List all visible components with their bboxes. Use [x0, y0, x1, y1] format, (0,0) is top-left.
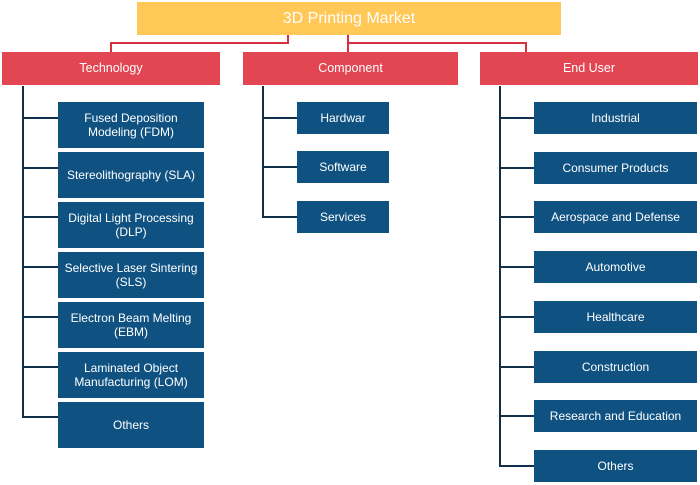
technology-item-sla: Stereolithography (SLA) [58, 152, 204, 198]
end-user-branch [499, 216, 534, 218]
technology-branch [22, 117, 58, 119]
end-user-item-automotive: Automotive [534, 251, 697, 283]
diagram-root: 3D Printing Market [137, 2, 561, 35]
component-branch [262, 117, 297, 119]
end-user-branch [499, 117, 534, 119]
technology-branch [22, 366, 58, 368]
root-connector-right-drop [525, 42, 527, 52]
end-user-branch [499, 167, 534, 169]
root-connector-stem [287, 35, 289, 44]
root-connector-left-drop [110, 42, 112, 52]
category-component: Component [243, 52, 458, 85]
technology-item-fdm: Fused Deposition Modeling (FDM) [58, 102, 204, 148]
component-item-hardware: Hardwar [297, 102, 389, 134]
root-connector-right [347, 42, 527, 44]
technology-item-lom: Laminated Object Manufacturing (LOM) [58, 352, 204, 398]
technology-spine [22, 86, 24, 418]
technology-branch [22, 216, 58, 218]
technology-branch [22, 266, 58, 268]
end-user-item-healthcare: Healthcare [534, 301, 697, 333]
end-user-item-industrial: Industrial [534, 102, 697, 134]
end-user-item-research-education: Research and Education [534, 400, 697, 432]
end-user-spine [499, 86, 501, 467]
end-user-branch [499, 415, 534, 417]
end-user-branch [499, 266, 534, 268]
technology-branch [22, 316, 58, 318]
technology-item-sls: Selective Laser Sintering (SLS) [58, 252, 204, 298]
component-branch [262, 166, 297, 168]
category-technology: Technology [2, 52, 220, 85]
component-item-software: Software [297, 151, 389, 183]
category-end-user: End User [480, 52, 698, 85]
component-spine [262, 86, 264, 218]
end-user-item-construction: Construction [534, 351, 697, 383]
end-user-item-others: Others [534, 450, 697, 482]
technology-branch [22, 416, 58, 418]
technology-item-ebm: Electron Beam Melting (EBM) [58, 302, 204, 348]
component-item-services: Services [297, 201, 389, 233]
root-connector-left [110, 42, 289, 44]
technology-item-others: Others [58, 402, 204, 448]
end-user-branch [499, 366, 534, 368]
end-user-item-aerospace-defense: Aerospace and Defense [534, 201, 697, 233]
end-user-item-consumer-products: Consumer Products [534, 152, 697, 184]
end-user-branch [499, 465, 534, 467]
technology-item-dlp: Digital Light Processing (DLP) [58, 202, 204, 248]
component-branch [262, 216, 297, 218]
technology-branch [22, 167, 58, 169]
end-user-branch [499, 316, 534, 318]
